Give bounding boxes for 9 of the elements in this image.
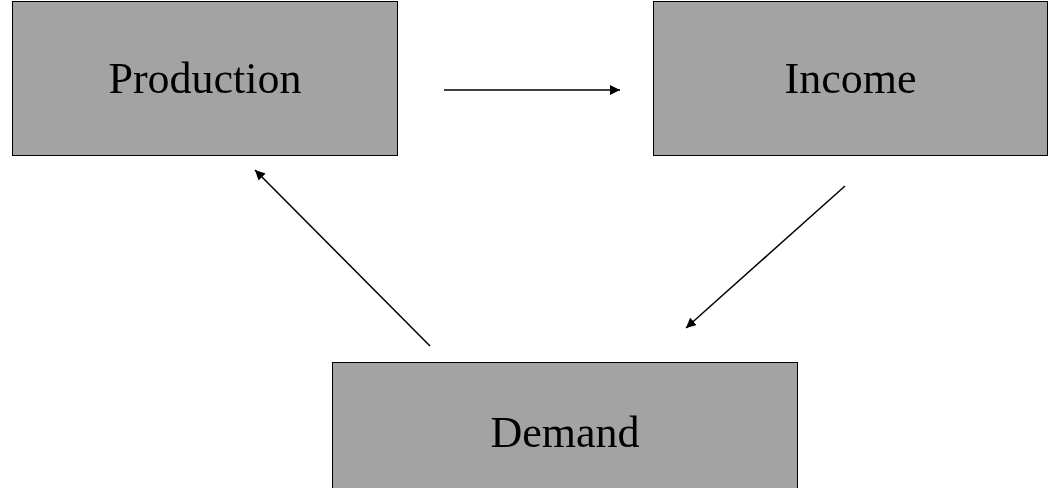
arrow bbox=[443, 85, 621, 95]
node-label: Income bbox=[784, 53, 917, 104]
arrow bbox=[685, 185, 846, 329]
process-box bbox=[653, 1, 1048, 156]
node-label: Demand bbox=[490, 406, 640, 458]
node-label: Production bbox=[108, 53, 302, 104]
arrow bbox=[254, 169, 431, 347]
process-box bbox=[12, 1, 398, 156]
process-box bbox=[332, 362, 798, 488]
